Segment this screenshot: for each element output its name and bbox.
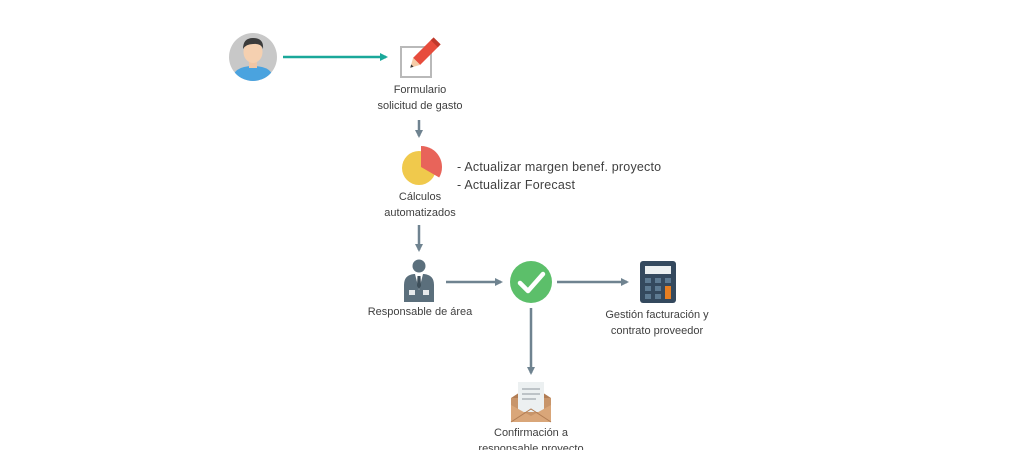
node-label-billing: Gestión facturación y contrato proveedor	[596, 307, 718, 339]
user-avatar-icon	[229, 33, 277, 81]
calculator-icon	[640, 261, 676, 303]
calc-side-notes: - Actualizar margen benef. proyecto - Ac…	[457, 158, 661, 194]
calc-label-line2: automatizados	[384, 207, 456, 219]
envelope-icon	[510, 382, 552, 423]
form-label-line1: Formulario	[393, 84, 447, 96]
side-note-margin: - Actualizar margen benef. proyecto	[457, 160, 662, 174]
billing-label-line1: Gestión facturación y	[605, 309, 709, 321]
node-label-form: Formulario solicitud de gasto	[360, 82, 480, 114]
manager-label-line1: Responsable de área	[367, 306, 473, 318]
billing-label-line2: contrato proveedor	[610, 325, 704, 337]
pencil-form-icon	[400, 37, 441, 78]
node-label-calc: Cálculos automatizados	[360, 189, 480, 221]
checkmark-icon	[510, 261, 552, 303]
node-label-manager: Responsable de área	[350, 304, 490, 320]
side-note-forecast: - Actualizar Forecast	[457, 178, 576, 192]
manager-icon	[404, 259, 434, 302]
calc-label-line1: Cálculos	[398, 191, 442, 203]
pie-chart-icon	[402, 146, 443, 185]
node-label-confirm: Confirmación a responsable proyecto	[466, 425, 596, 450]
confirm-label-line1: Confirmación a	[494, 427, 568, 439]
confirm-label-line2: responsable proyecto	[478, 443, 584, 450]
form-label-line2: solicitud de gasto	[377, 100, 463, 112]
